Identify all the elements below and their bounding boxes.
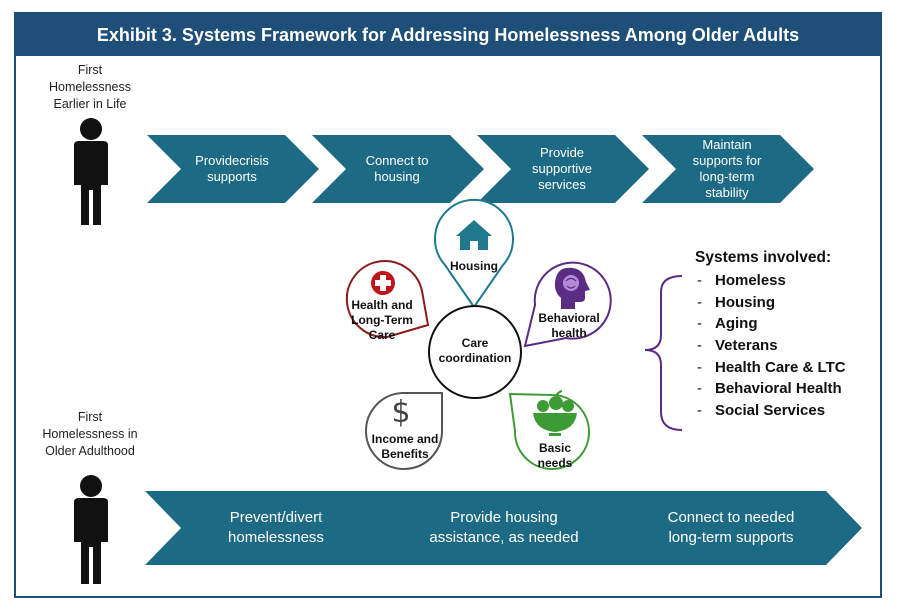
systems-item: -Behavioral Health — [697, 380, 842, 398]
house-icon — [456, 220, 492, 250]
systems-title: Systems involved: — [695, 249, 832, 266]
dollar-icon: $ — [391, 395, 410, 430]
bottom-step-chevron-1 — [145, 491, 410, 565]
bubble-basic — [508, 392, 590, 470]
systems-item: -Social Services — [697, 402, 826, 420]
bubble-health — [345, 260, 430, 339]
systems-item: -Veterans — [697, 337, 778, 355]
top-step-chevron-4 — [642, 135, 814, 203]
bubble-health-label: Health and Long-Term Care — [351, 298, 413, 342]
bubble-housing-label: Housing — [450, 259, 498, 273]
systems-item: -Health Care & LTC — [697, 358, 846, 376]
systems-list: -Homeless -Housing -Aging -Veterans -Hea… — [697, 270, 846, 422]
bubble-income — [365, 392, 443, 470]
fruit-bowl-icon — [533, 390, 577, 436]
care-coordination-label: Care coordination — [438, 336, 512, 365]
person-top-label: First Homelessness Earlier in Life — [49, 63, 131, 111]
top-step-chevron-3 — [477, 135, 649, 203]
bubble-behavioral-label: Behavioral health — [538, 311, 600, 340]
person-bottom-label: First Homelessness in Older Adulthood — [42, 410, 138, 458]
bubble-housing — [434, 199, 514, 309]
svg-text:$: $ — [391, 395, 410, 430]
person-bottom-icon — [74, 475, 108, 584]
head-brain-icon — [554, 267, 590, 309]
top-step-chevron-1 — [147, 135, 319, 203]
care-coordination-circle — [428, 305, 522, 399]
bubble-basic-label: Basic needs — [537, 441, 573, 470]
bottom-step-chevron-3 — [601, 491, 862, 565]
systems-item: -Aging — [697, 315, 758, 333]
top-step-chevron-2 — [312, 135, 484, 203]
systems-item: -Homeless — [697, 272, 786, 289]
person-top-icon — [74, 118, 108, 225]
systems-brace — [644, 275, 683, 431]
bubble-income-label: Income and Benefits — [371, 432, 439, 461]
medical-cross-icon — [371, 271, 395, 295]
systems-item: -Housing — [697, 293, 775, 311]
exhibit-title: Exhibit 3. Systems Framework for Address… — [16, 14, 880, 56]
bottom-step-chevron-2 — [373, 491, 638, 565]
